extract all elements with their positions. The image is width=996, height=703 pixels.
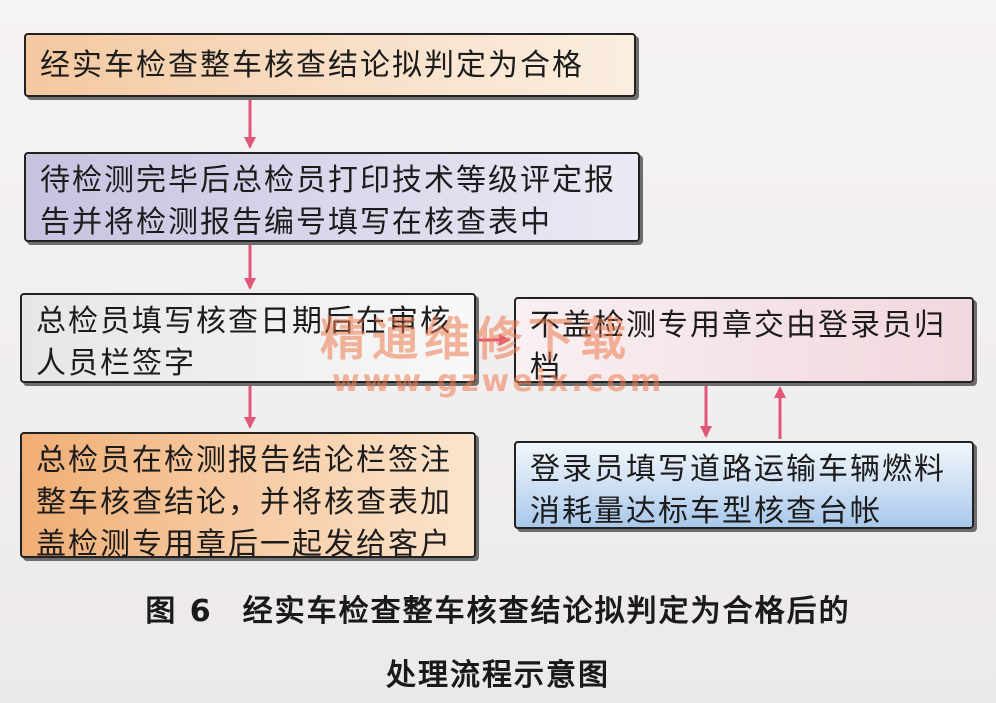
step-text: 总检员填写核查日期后在审核人员栏签字	[36, 304, 452, 381]
caption-line-1: 经实车检查整车核查结论拟判定为合格后的	[242, 594, 851, 629]
figure-caption-line-2: 处理流程示意图	[386, 658, 610, 693]
step-box-print-report: 待检测完毕后总检员打印技术等级评定报告并将检测报告编号填写在核查表中	[24, 152, 640, 242]
step-box-ledger: 登录员填写道路运输车辆燃料消耗量达标车型核查台帐	[514, 441, 974, 529]
step-text: 总检员在检测报告结论栏签注整车核查结论，并将核查表加盖检测专用章后一起发给客户	[36, 443, 452, 562]
watermark-text: 精通维修下载	[320, 312, 632, 366]
step-box-archive: 不盖检测专用章交由登录员归档	[514, 297, 974, 385]
step-box-initial-judgment: 经实车检查整车核查结论拟判定为合格	[24, 33, 636, 97]
figure-caption: 图 6 经实车检查整车核查结论拟判定为合格后的	[0, 586, 996, 630]
step-box-sign-date: 总检员填写核查日期后在审核人员栏签字	[20, 293, 476, 383]
figure-label: 图 6	[145, 594, 213, 629]
watermark-url: www.gzweix.com	[332, 364, 665, 399]
step-text: 经实车检查整车核查结论拟判定为合格	[40, 48, 584, 83]
step-text: 待检测完毕后总检员打印技术等级评定报告并将检测报告编号填写在核查表中	[40, 163, 616, 240]
step-text: 登录员填写道路运输车辆燃料消耗量达标车型核查台帐	[530, 452, 946, 529]
step-text: 不盖检测专用章交由登录员归档	[530, 308, 946, 385]
step-box-send-to-customer: 总检员在检测报告结论栏签注整车核查结论，并将核查表加盖检测专用章后一起发给客户	[20, 432, 476, 562]
